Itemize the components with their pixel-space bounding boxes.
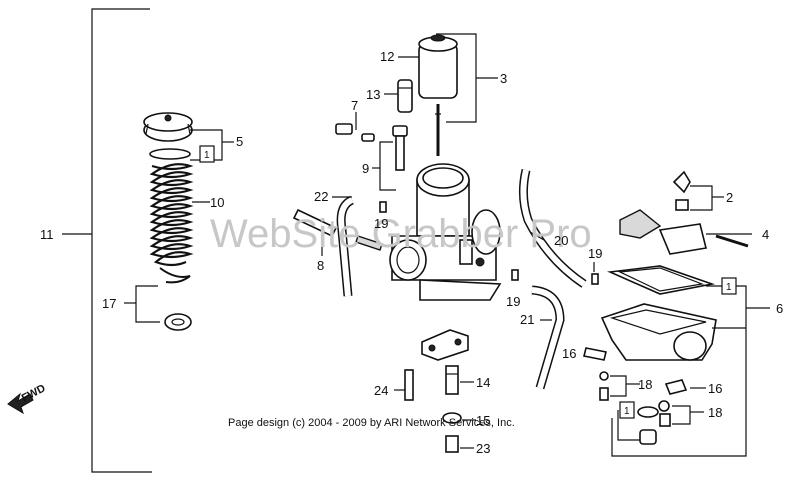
callout-6: 6	[776, 301, 783, 316]
main-jet-14[interactable]	[445, 365, 474, 395]
diaphragm-ring[interactable]	[149, 148, 191, 160]
drain-hose-21[interactable]	[531, 285, 565, 390]
callout-9: 9	[362, 161, 369, 176]
svg-text:1: 1	[204, 150, 210, 161]
float-gasket[interactable]	[607, 265, 716, 295]
callout-7: 7	[351, 98, 358, 113]
float-valve-2[interactable]	[672, 170, 724, 211]
boxed-label-1-cap: 1	[199, 145, 215, 163]
callout-16-b: 16	[708, 381, 722, 396]
callout-12: 12	[380, 49, 394, 64]
boxed-label-1-drain: 1	[619, 401, 635, 419]
washer-15[interactable]	[442, 412, 476, 424]
screw-23[interactable]	[445, 435, 474, 453]
callout-18-b: 18	[708, 405, 722, 420]
callout-19-c: 19	[506, 294, 520, 309]
callout-5: 5	[236, 134, 243, 149]
svg-text:1: 1	[624, 406, 630, 417]
callout-19-a: 19	[374, 216, 388, 231]
callout-8: 8	[317, 258, 324, 273]
screw-16[interactable]	[583, 347, 706, 395]
callout-21: 21	[520, 312, 534, 327]
callout-11: 11	[40, 227, 54, 242]
throttle-spring[interactable]	[149, 163, 194, 284]
callout-13: 13	[366, 87, 380, 102]
carburetor-body[interactable]	[389, 163, 502, 301]
throttle-slide[interactable]	[418, 34, 458, 99]
credit-text: Page design (c) 2004 - 2009 by ARI Netwo…	[228, 417, 515, 429]
callout-17: 17	[102, 296, 116, 311]
callout-lines-hoses	[529, 231, 595, 321]
screw-24[interactable]	[394, 369, 414, 401]
pilot-screw-7[interactable]	[335, 112, 375, 142]
callout-15: 15	[476, 413, 490, 428]
assembly-bracket-11	[62, 8, 152, 473]
needle-holder[interactable]	[384, 79, 413, 113]
hose-clip-19[interactable]	[379, 201, 599, 285]
callout-19-b: 19	[588, 246, 602, 261]
callout-lines-top	[398, 33, 498, 123]
callout-2: 2	[726, 190, 733, 205]
callout-22: 22	[314, 189, 328, 204]
callout-16-a: 16	[562, 346, 576, 361]
drain-plug[interactable]	[617, 406, 659, 445]
callout-10: 10	[210, 195, 224, 210]
callout-14: 14	[476, 375, 490, 390]
svg-text:1: 1	[726, 282, 732, 293]
float-4[interactable]	[619, 209, 752, 255]
throttle-stop-screw-8[interactable]	[292, 208, 383, 256]
callout-23: 23	[476, 441, 490, 456]
callout-4: 4	[762, 227, 769, 242]
callout-20: 20	[554, 233, 568, 248]
jet-needle[interactable]	[435, 104, 441, 156]
fwd-arrow-icon	[7, 392, 34, 415]
callout-3: 3	[500, 71, 507, 86]
air-screw-9[interactable]	[372, 125, 408, 191]
callout-18-a: 18	[638, 377, 652, 392]
needle-bracket[interactable]	[421, 329, 469, 361]
boxed-label-1-bowl: 1	[721, 277, 737, 295]
screw-18[interactable]	[599, 371, 704, 427]
overflow-hose-20[interactable]	[518, 168, 587, 288]
watermark: WebSite Grabber Pro	[210, 212, 592, 256]
clip-ring[interactable]	[164, 313, 192, 331]
callout-24: 24	[374, 383, 388, 398]
diaphragm-cap[interactable]	[143, 112, 193, 142]
float-bowl[interactable]	[600, 303, 717, 361]
vent-hose-22[interactable]	[332, 195, 355, 297]
fwd-label: FWD	[20, 382, 48, 404]
